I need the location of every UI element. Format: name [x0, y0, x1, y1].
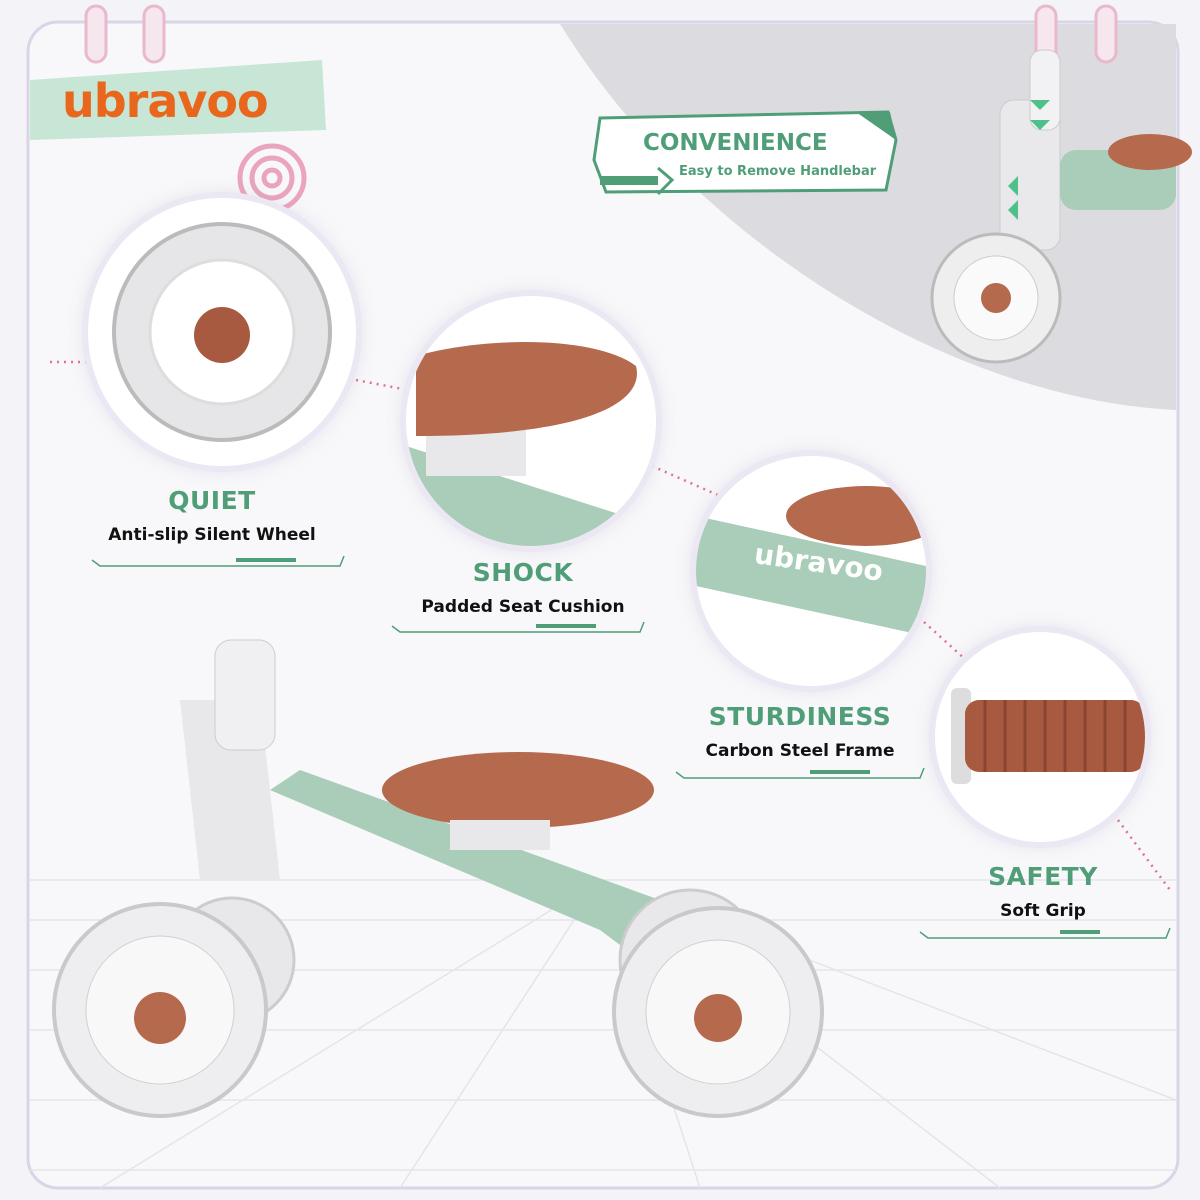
- feature-title-safety: SAFETY: [988, 862, 1098, 891]
- feature-title-sturdiness: STURDINESS: [708, 702, 892, 731]
- feature-title-shock: SHOCK: [472, 558, 574, 587]
- feature-subtitle-sturdiness: Carbon Steel Frame: [705, 741, 895, 761]
- convenience-subtitle: Easy to Remove Handlebar: [679, 164, 877, 179]
- feature-title-quiet: QUIET: [168, 486, 256, 515]
- binder-rings: [84, 4, 1118, 64]
- balance-bike-image: [52, 639, 824, 1118]
- convenience-banner: [592, 110, 898, 196]
- convenience-title: CONVENIENCE: [643, 130, 828, 156]
- seat-detail-circle: [406, 296, 656, 546]
- brand-logo: ubravoo: [62, 74, 269, 128]
- feature-subtitle-quiet: Anti-slip Silent Wheel: [108, 525, 316, 545]
- feature-subtitle-shock: Padded Seat Cushion: [421, 597, 625, 617]
- grip-detail-circle: [935, 632, 1145, 842]
- handlebar-detail-image: [930, 49, 1192, 364]
- frame-detail-circle: ubravoo: [696, 456, 926, 686]
- wheel-detail-circle: [88, 198, 356, 466]
- connector-lines: [50, 360, 1172, 891]
- feature-subtitle-safety: Soft Grip: [1000, 901, 1086, 921]
- logo-banner: [30, 60, 326, 140]
